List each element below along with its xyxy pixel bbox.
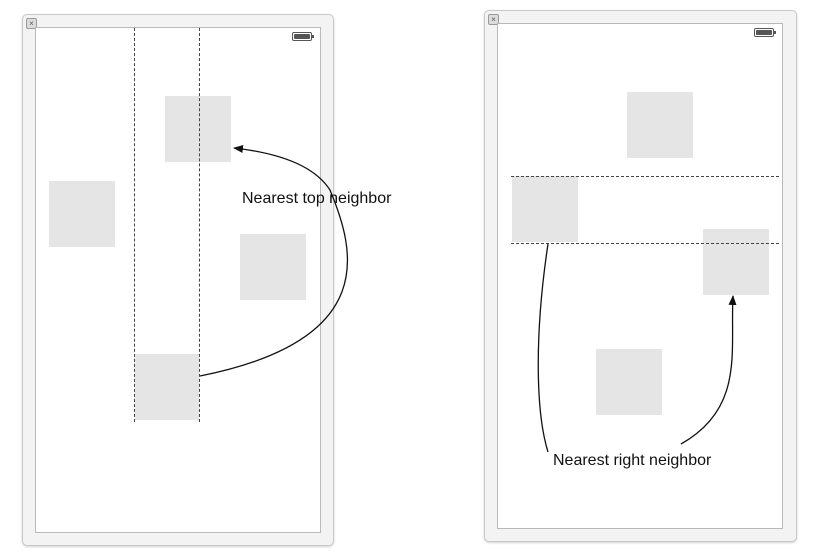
view-box-bottom — [596, 349, 662, 415]
guide-line-horizontal-bottom — [511, 243, 779, 244]
view-box-left — [49, 181, 115, 247]
guide-line-horizontal-top — [511, 176, 779, 177]
view-box-top — [627, 92, 693, 158]
arrow-from-source-to-annotation — [537, 243, 549, 453]
arrow-to-top-neighbor — [199, 145, 349, 377]
close-icon[interactable]: × — [26, 18, 37, 29]
guide-line-vertical-right — [199, 28, 200, 422]
annotation-nearest-top-neighbor: Nearest top neighbor — [242, 190, 392, 207]
battery-icon — [754, 28, 776, 37]
view-box-source — [512, 176, 578, 242]
arrow-to-right-neighbor — [680, 295, 737, 445]
view-box-source — [135, 354, 199, 420]
view-box-top — [165, 96, 231, 162]
annotation-nearest-right-neighbor: Nearest right neighbor — [553, 452, 712, 469]
guide-line-vertical-left — [134, 28, 135, 422]
close-icon[interactable]: × — [488, 14, 499, 25]
view-box-right — [703, 229, 769, 295]
battery-icon — [292, 32, 314, 41]
view-box-right — [240, 234, 306, 300]
